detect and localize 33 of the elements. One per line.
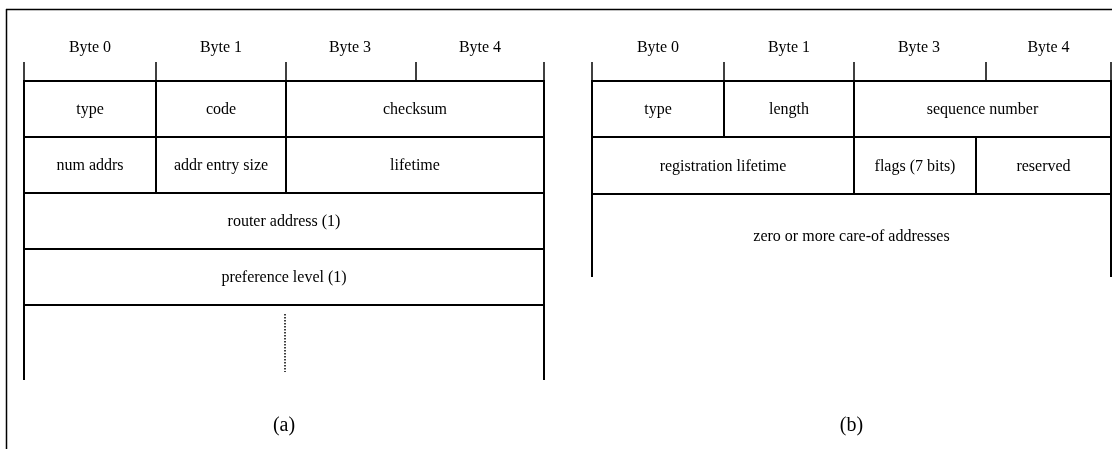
field-label: registration lifetime [659, 156, 787, 175]
byte-label: Byte 4 [1026, 38, 1071, 56]
panel-caption: (b) [838, 413, 865, 436]
panel-caption: (a) [271, 413, 297, 436]
byte-label: Byte 0 [67, 38, 113, 56]
field-label: flags (7 bits) [874, 156, 956, 175]
field-label: sequence number [926, 100, 1039, 118]
field-box [853, 80, 1112, 138]
field-label: length [769, 100, 809, 118]
field-label: preference level (1) [221, 268, 347, 286]
empty-field-box [23, 304, 545, 380]
field-label: router address (1) [227, 212, 341, 230]
field-box [591, 80, 725, 138]
field-label: type [76, 100, 104, 118]
field-label: num addrs [56, 156, 124, 174]
field-label: lifetime [390, 156, 440, 174]
field-label: checksum [383, 100, 447, 118]
byte-label: Byte 0 [635, 38, 681, 56]
field-box [285, 80, 545, 138]
field-label: type [644, 100, 672, 118]
byte-label: Byte 1 [198, 38, 244, 56]
field-label: zero or more care-of addresses [753, 227, 950, 245]
byte-label: Byte 4 [457, 38, 503, 56]
byte-label: Byte 3 [327, 38, 373, 56]
field-label: code [205, 100, 237, 118]
field-box [23, 248, 545, 306]
byte-label: Byte 1 [766, 38, 812, 56]
field-label: addr entry size [173, 156, 269, 174]
field-label: reserved [1016, 156, 1071, 175]
field-box [23, 80, 157, 138]
field-box [591, 193, 1112, 277]
field-box [23, 192, 545, 250]
byte-label: Byte 3 [896, 38, 942, 56]
